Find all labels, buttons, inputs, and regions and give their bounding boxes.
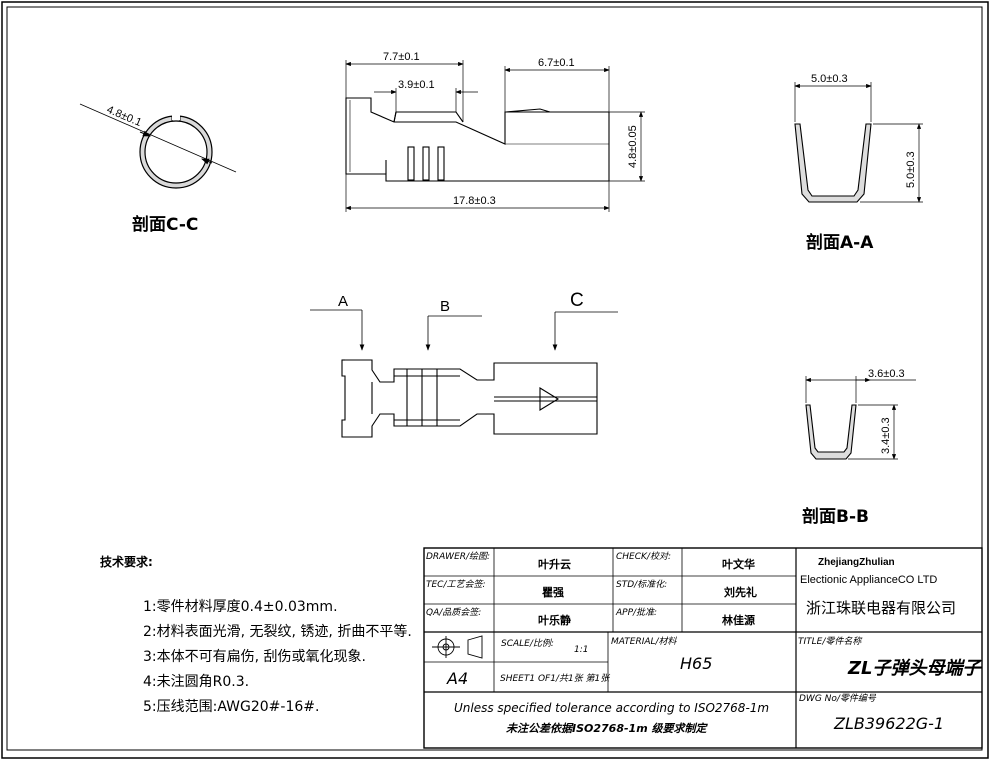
cut-lines [310, 309, 618, 351]
company-en-1: ZhejiangZhulian [818, 557, 895, 568]
title-block-grid [423, 547, 983, 749]
std-label: STD/标准化: [616, 579, 667, 590]
requirement-2: 2:材料表面光滑, 无裂纹, 锈迹, 折曲不平等. [143, 623, 412, 640]
drawer-label: DRAWER/绘图: [426, 551, 490, 562]
dwg-label: DWG No/零件编号 [799, 693, 877, 704]
section-cc-label: 剖面C-C [132, 214, 198, 235]
side-view-dims [345, 60, 645, 212]
std-name: 刘先礼 [724, 585, 757, 599]
tolerance-en: Unless specified tolerance according to … [454, 701, 769, 715]
app-name: 林佳源 [722, 613, 755, 627]
side-view-drawing [345, 97, 610, 182]
requirements-title: 技术要求: [100, 554, 153, 569]
company-cn: 浙江珠联电器有限公司 [806, 599, 956, 617]
part-title: ZL子弹头母端子 [847, 658, 983, 679]
app-label: APP/批准: [615, 607, 657, 618]
qa-label: QA/品质会签: [426, 607, 481, 618]
paper-size: A4 [446, 669, 468, 688]
section-bb-dim-width: 3.6±0.3 [868, 368, 905, 380]
company-en-2: Electionic ApplianceCO LTD [800, 574, 937, 586]
dwg-number: ZLB39622G-1 [833, 714, 944, 733]
projection-symbol-icon [432, 635, 483, 659]
section-aa-dim-height: 5.0±0.3 [905, 151, 917, 188]
qa-name: 叶乐静 [538, 613, 571, 627]
cut-label-b: B [440, 298, 450, 315]
cut-label-c: C [570, 290, 584, 311]
top-view-drawing [341, 359, 598, 438]
section-bb-drawing [805, 404, 857, 460]
dim-6-7: 6.7±0.1 [538, 57, 575, 69]
section-aa-dims [794, 82, 923, 203]
section-cc-dim: 4.8±0.1 [105, 104, 143, 129]
section-bb-dims [805, 376, 916, 460]
cut-label-a: A [338, 293, 348, 310]
section-aa-dim-width: 5.0±0.3 [811, 73, 848, 85]
dim-4-8-height: 4.8±0.05 [627, 125, 639, 168]
section-cc-drawing [79, 103, 237, 189]
section-bb-label: 剖面B-B [802, 506, 869, 527]
scale-label: SCALE/比例: [501, 638, 554, 649]
tec-name: 瞿强 [542, 586, 564, 599]
requirement-4: 4:未注圆角R0.3. [143, 674, 249, 690]
dim-17-8: 17.8±0.3 [453, 195, 496, 207]
check-label: CHECK/校对: [616, 551, 671, 562]
requirement-5: 5:压线范围:AWG20#-16#. [143, 698, 319, 715]
tec-label: TEC/工艺会签: [426, 579, 486, 590]
section-bb-dim-height: 3.4±0.3 [880, 417, 892, 454]
requirement-1: 1:零件材料厚度0.4±0.03mm. [143, 599, 338, 615]
sheet-info: SHEET1 OF1/共1张 第1张 [500, 673, 611, 684]
material-value: H65 [680, 654, 712, 673]
check-name: 叶文华 [722, 557, 755, 571]
section-aa-drawing [794, 123, 872, 203]
inner-frame [6, 6, 983, 751]
tolerance-cn: 未注公差依据ISO2768-1m 级要求制定 [506, 722, 708, 735]
material-label: MATERIAL/材料 [611, 636, 678, 647]
scale-value: 1:1 [574, 645, 588, 655]
title-label: TITLE/零件名称 [798, 636, 863, 647]
drawer-name: 叶升云 [538, 557, 571, 571]
dim-7-7: 7.7±0.1 [383, 51, 420, 63]
dim-3-9: 3.9±0.1 [398, 79, 435, 91]
section-aa-label: 剖面A-A [806, 232, 874, 253]
requirement-3: 3:本体不可有扁伤, 刮伤或氧化现象. [143, 649, 366, 665]
